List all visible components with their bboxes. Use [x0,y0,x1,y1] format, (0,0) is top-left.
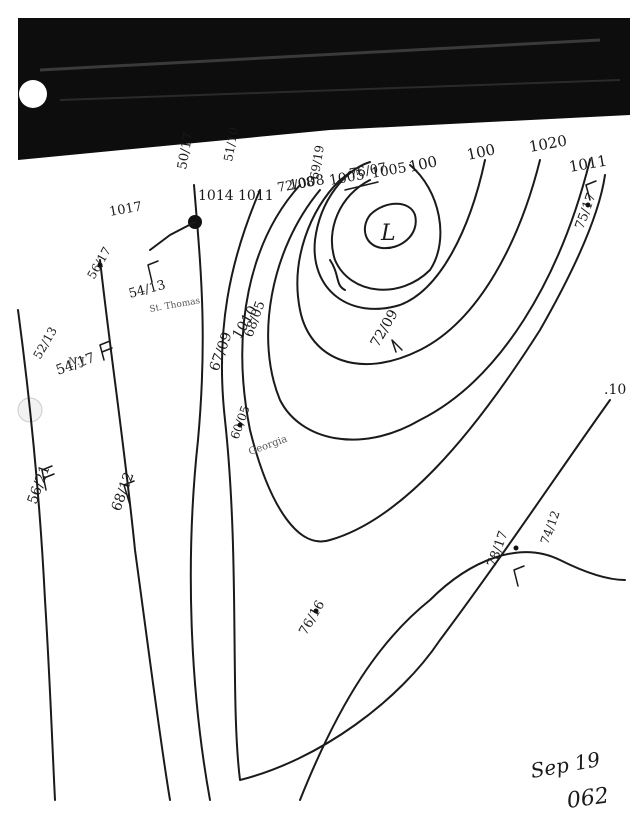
isobar [330,164,442,291]
place-name: N.J. [68,355,87,368]
binder-band [18,18,630,160]
page-number: 062 [565,783,610,814]
wind-barb [147,260,159,283]
station-line [149,221,196,251]
punch-hole [19,80,47,108]
wind-barb [513,565,525,587]
isobar-far-left [17,309,56,801]
wind-barb [123,480,135,506]
station-plot: 69/19 [307,144,327,180]
wind-barb [391,339,403,353]
isobar-label: 1008 [288,172,326,194]
wind-barb [41,465,55,491]
station-plot: 76/07 [348,161,388,182]
isobar [267,159,591,441]
station-dots [97,202,591,614]
isobar-label: 1017 [108,199,143,220]
isobar-label: 1005 [370,160,408,182]
isobars [17,159,626,801]
wind-barb [339,171,379,191]
isobar-label: 100 [465,140,497,164]
wind-barbs [41,171,597,587]
isobar [296,159,541,365]
isobar [313,159,486,310]
station-plot: 50/17 [175,131,196,171]
isobar-label: 100 [407,152,439,176]
isobar [220,189,611,781]
isobar-edge [299,551,626,801]
station-dot [585,202,591,208]
station-dot [97,262,103,268]
station-dot [313,608,319,614]
isobar-outer [189,184,211,801]
isobar-label: 1014 [198,188,234,204]
station-dot [237,422,243,428]
isobar [241,174,606,543]
low-center-label: L [380,221,396,246]
wind-barb [585,180,597,201]
isobar-low [363,202,417,250]
isobar-label: 1005 [328,167,366,189]
station-plot: 72/08 [276,175,316,196]
binder-band-streak [39,38,601,72]
edge-value: .10 [604,382,626,398]
wind-barb [329,259,346,291]
station-plot: 51/10 [221,126,241,162]
station-dot [513,545,519,551]
wind-barb [99,340,113,361]
binder-band-streak [59,79,621,101]
isobar-left [99,259,171,801]
isobar-label: 1011 [238,188,274,204]
